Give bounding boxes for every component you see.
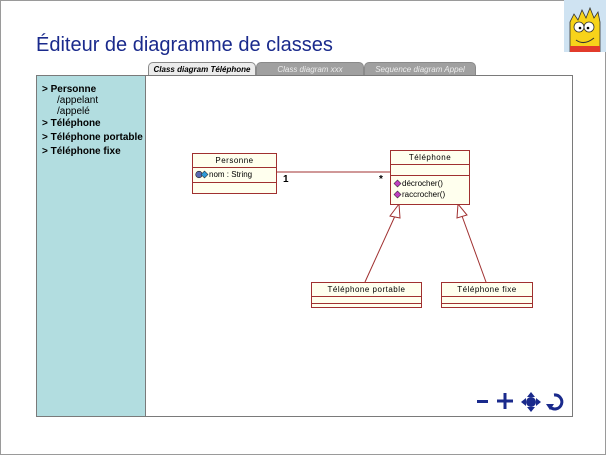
class-portable-attributes [312, 297, 421, 304]
attribute-icon [195, 171, 209, 179]
class-tree-sidebar: > Personne /appelant /appelé > Téléphone… [36, 75, 145, 417]
zoom-in-button[interactable] [496, 392, 514, 410]
class-personne[interactable]: Personne nom : String [192, 153, 277, 194]
class-telephone-portable[interactable]: Téléphone portable [311, 282, 422, 308]
diagram-canvas[interactable]: Personne nom : String Téléphone décroche… [145, 75, 573, 417]
class-telephone-fixe[interactable]: Téléphone fixe [441, 282, 533, 308]
class-fixe-operations [442, 304, 532, 309]
class-telephone-attributes [391, 165, 469, 176]
attribute-nom: nom : String [209, 170, 253, 179]
class-personne-operations [193, 183, 276, 195]
diagram-tabs: Class diagram Téléphone Class diagram xx… [146, 62, 476, 77]
zoom-out-button[interactable] [476, 393, 490, 409]
class-telephone-operations: décrocher() raccrocher() [391, 176, 469, 205]
operation-raccrocher: raccrocher() [402, 190, 446, 199]
operation-icon [393, 180, 402, 188]
rotate-icon [546, 393, 564, 411]
operation-row: raccrocher() [393, 190, 445, 200]
operation-icon [393, 191, 402, 199]
multiplicity-target: * [379, 174, 383, 185]
generalization-line-fixe [461, 215, 487, 283]
class-fixe-name: Téléphone fixe [442, 283, 532, 297]
tab-class-diagram-telephone[interactable]: Class diagram Téléphone [148, 62, 256, 77]
diagram-connectors [277, 171, 487, 283]
generalization-arrow-portable [389, 202, 401, 219]
multiplicity-source: 1 [283, 174, 289, 185]
rotate-button[interactable] [546, 392, 566, 412]
attribute-row: nom : String [195, 170, 252, 180]
sidebar-item-telephone[interactable]: > Téléphone [42, 118, 101, 129]
operation-row: décrocher() [393, 179, 443, 189]
sidebar-item-telephone-fixe[interactable]: > Téléphone fixe [42, 146, 121, 157]
class-portable-name: Téléphone portable [312, 283, 421, 297]
move-icon [521, 392, 541, 412]
generalization-line-portable [364, 215, 396, 283]
sidebar-item-personne[interactable]: > Personne [42, 84, 97, 95]
app-title: Éditeur de diagramme de classes [36, 34, 333, 56]
sidebar-item-telephone-portable[interactable]: > Téléphone portable [42, 132, 143, 143]
class-personne-name: Personne [193, 154, 276, 168]
tab-class-diagram-xxx[interactable]: Class diagram xxx [256, 62, 364, 77]
sidebar-subitem-appelant[interactable]: /appelant [57, 95, 99, 106]
operation-decrocher: décrocher() [402, 179, 443, 188]
class-telephone[interactable]: Téléphone décrocher() raccrocher() [390, 150, 470, 205]
tab-sequence-diagram-appel[interactable]: Sequence diagram Appel [364, 62, 476, 77]
minus-icon [477, 400, 488, 403]
generalization-arrow-fixe [456, 202, 468, 219]
class-portable-operations [312, 304, 421, 309]
sidebar-subitem-appele[interactable]: /appelé [57, 106, 90, 117]
plus-icon [497, 393, 513, 409]
class-personne-attributes: nom : String [193, 168, 276, 183]
pan-button[interactable] [521, 392, 541, 412]
class-fixe-attributes [442, 297, 532, 304]
logo-image [564, 0, 606, 52]
class-telephone-name: Téléphone [391, 151, 469, 165]
